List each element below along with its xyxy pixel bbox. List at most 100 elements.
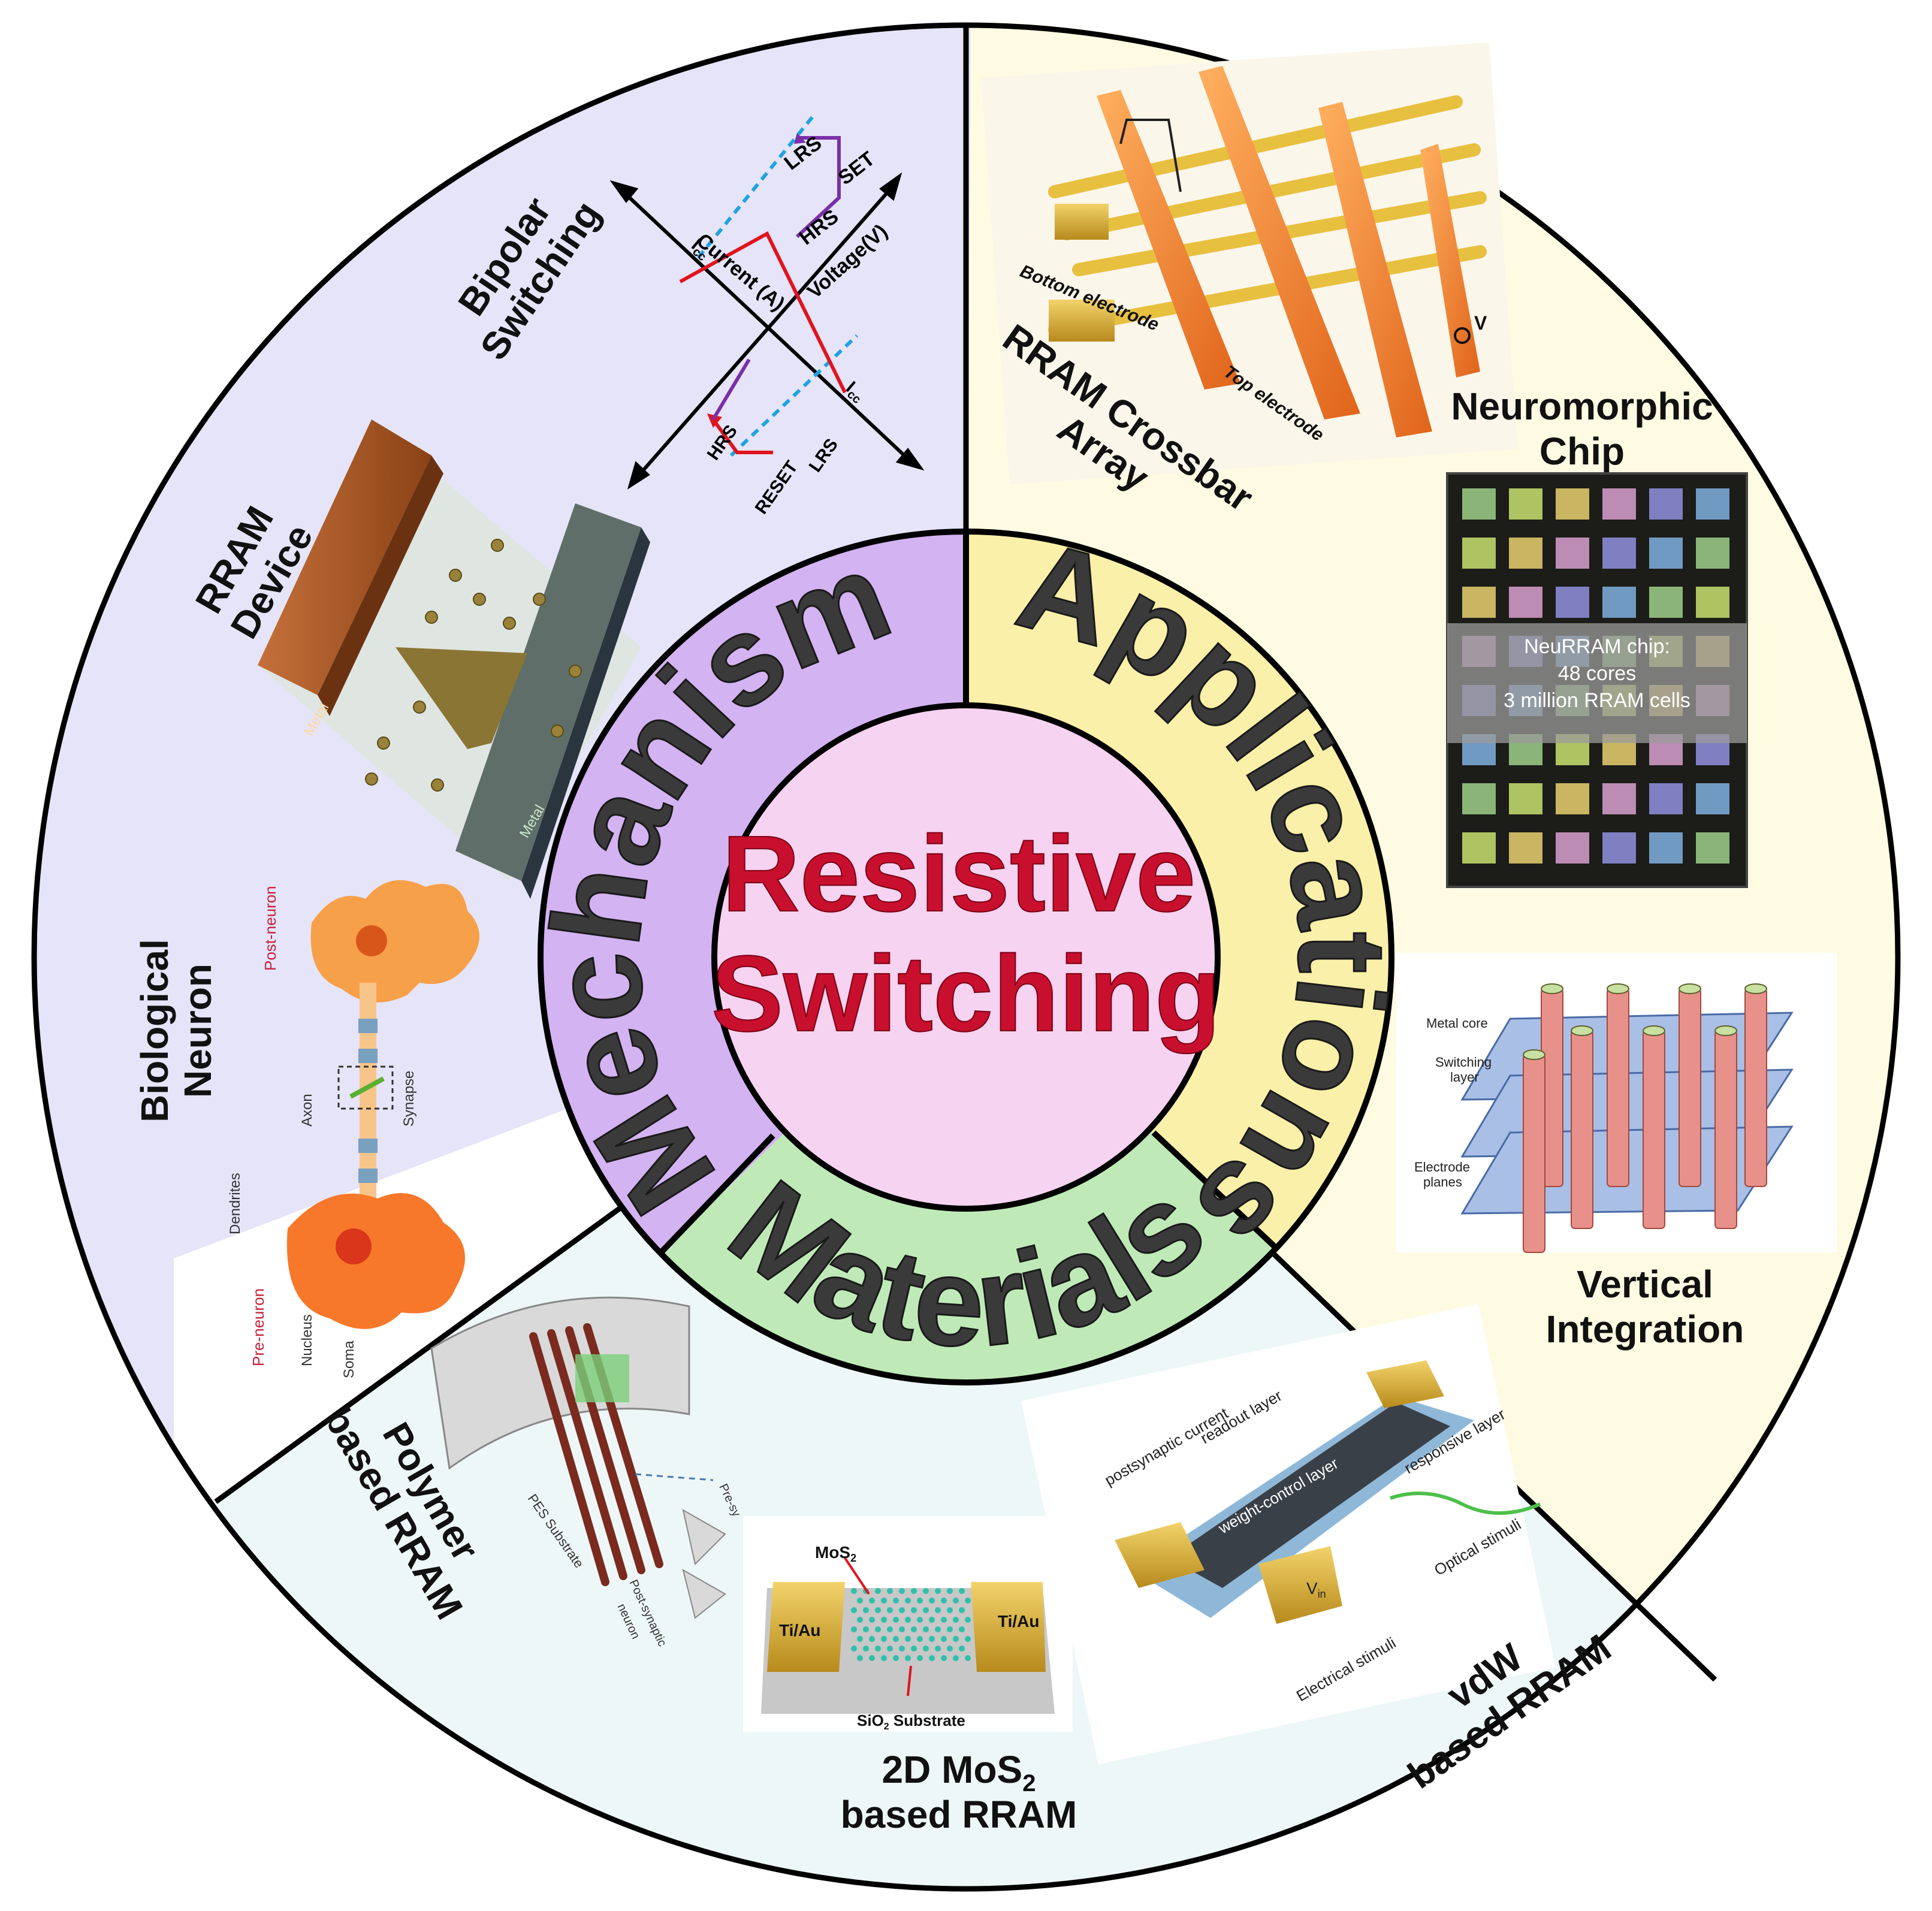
chip-core xyxy=(1649,783,1683,814)
lattice-atom xyxy=(953,1617,959,1623)
lattice-atom xyxy=(887,1588,893,1594)
svg-text:Vertical: Vertical xyxy=(1577,1263,1713,1306)
crossbar-v-label: V xyxy=(1474,312,1487,334)
mos2-label: MoS2 xyxy=(815,1543,856,1564)
chip-caption-line3: 3 million RRAM cells xyxy=(1504,689,1691,712)
chip-core xyxy=(1509,832,1542,864)
lattice-atom xyxy=(911,1646,917,1652)
chip-core xyxy=(1649,538,1683,569)
chip-core xyxy=(1462,783,1496,814)
lattice-atom xyxy=(923,1626,929,1632)
lattice-atom xyxy=(863,1607,869,1613)
lattice-atom xyxy=(905,1636,911,1642)
lattice-atom xyxy=(917,1598,923,1604)
lattice-atom xyxy=(947,1588,953,1594)
lattice-atom xyxy=(911,1588,917,1594)
vertical-integration-label: Vertical Integration xyxy=(1546,1263,1744,1351)
lattice-atom xyxy=(875,1588,881,1594)
chip-core xyxy=(1462,832,1496,864)
lattice-atom xyxy=(935,1588,941,1594)
chip-core xyxy=(1462,538,1496,569)
neuron-illustration: Post-neuron Synapse Axon Dendrites Pre-n… xyxy=(227,880,479,1378)
crossbar-illustration: Bottom electrode Top electrode V xyxy=(981,42,1518,485)
neuromorphic-chip-label: Neuromorphic Chip xyxy=(1451,385,1713,473)
pillar xyxy=(1607,988,1629,1187)
lattice-atom xyxy=(857,1617,863,1623)
lattice-atom xyxy=(929,1617,935,1623)
lattice-atom xyxy=(941,1598,947,1604)
chip-core xyxy=(1556,832,1589,864)
lattice-atom xyxy=(911,1626,917,1632)
nucleus-label: Nucleus xyxy=(299,1314,315,1366)
chip-core xyxy=(1696,832,1729,864)
pillar-core xyxy=(1744,983,1767,994)
lattice-atom xyxy=(959,1588,965,1594)
rram-device-illustration: Metal Metal xyxy=(258,419,650,899)
pillar-array xyxy=(1523,983,1767,1253)
lattice-atom xyxy=(869,1655,875,1661)
chip-core xyxy=(1556,488,1589,520)
lattice-atom xyxy=(851,1607,857,1613)
lattice-atom xyxy=(965,1655,971,1661)
lattice-atom xyxy=(941,1636,947,1642)
lattice-atom xyxy=(893,1655,899,1661)
vertical-integration-image: Metal core Switching layer Electrode pla… xyxy=(1396,953,1837,1253)
lattice-atom xyxy=(953,1598,959,1604)
tiau-right-label: Ti/Au xyxy=(998,1612,1039,1631)
lattice-atom xyxy=(881,1655,887,1661)
lattice-atom xyxy=(893,1636,899,1642)
chip-core xyxy=(1696,488,1729,520)
mos2-rram-label-line1: 2D MoS2 xyxy=(882,1748,1036,1797)
pillar-core xyxy=(1679,983,1701,994)
lattice-atom xyxy=(863,1646,869,1652)
lattice-atom xyxy=(899,1626,905,1632)
chip-core xyxy=(1696,538,1729,569)
electrode-planes-label-2: planes xyxy=(1423,1175,1462,1190)
chip-core xyxy=(1649,832,1683,864)
chip-core xyxy=(1602,538,1636,569)
soma-label: Soma xyxy=(341,1341,357,1378)
chip-core xyxy=(1696,587,1729,618)
svg-text:Biological: Biological xyxy=(133,939,176,1122)
lattice-atom xyxy=(947,1607,953,1613)
lattice-atom xyxy=(953,1636,959,1642)
metal-core-label: Metal core xyxy=(1426,1016,1488,1031)
lattice-atom xyxy=(959,1626,965,1632)
center-circle xyxy=(711,702,1221,1212)
pillar-core xyxy=(1523,1049,1545,1060)
switching-layer-label-2: layer xyxy=(1450,1070,1479,1085)
pillar xyxy=(1571,1030,1593,1229)
lattice-atom xyxy=(917,1655,923,1661)
svg-text:based RRAM: based RRAM xyxy=(841,1793,1077,1836)
lattice-atom xyxy=(947,1646,953,1652)
lattice-atom xyxy=(881,1598,887,1604)
chip-core xyxy=(1602,783,1636,814)
lattice-atom xyxy=(905,1598,911,1604)
mos2-lattice xyxy=(851,1588,971,1661)
chip-core xyxy=(1649,488,1683,520)
lattice-atom xyxy=(869,1617,875,1623)
lattice-atom xyxy=(935,1607,941,1613)
lattice-atom xyxy=(923,1646,929,1652)
chip-core xyxy=(1602,488,1636,520)
sio2-substrate-label: SiO2 Substrate xyxy=(857,1711,965,1732)
lattice-atom xyxy=(851,1626,857,1632)
lattice-atom xyxy=(959,1646,965,1652)
lattice-atom xyxy=(917,1636,923,1642)
chip-core xyxy=(1509,587,1542,618)
center-title-line2: Switching xyxy=(711,934,1221,1054)
lattice-atom xyxy=(899,1607,905,1613)
vdw-rram-image: postsynaptic current readout layer weigh… xyxy=(1021,1303,1556,1765)
lattice-atom xyxy=(881,1636,887,1642)
chip-core xyxy=(1602,832,1636,864)
svg-text:Chip: Chip xyxy=(1539,430,1625,473)
lattice-atom xyxy=(965,1636,971,1642)
lattice-atom xyxy=(881,1617,887,1623)
svg-text:Neuromorphic: Neuromorphic xyxy=(1451,385,1713,428)
lattice-atom xyxy=(869,1598,875,1604)
svg-text:Integration: Integration xyxy=(1546,1308,1744,1351)
outer-border xyxy=(31,22,1901,1892)
center-title-line1: Resistive xyxy=(722,814,1196,934)
pillar xyxy=(1744,988,1767,1187)
lattice-atom xyxy=(917,1617,923,1623)
